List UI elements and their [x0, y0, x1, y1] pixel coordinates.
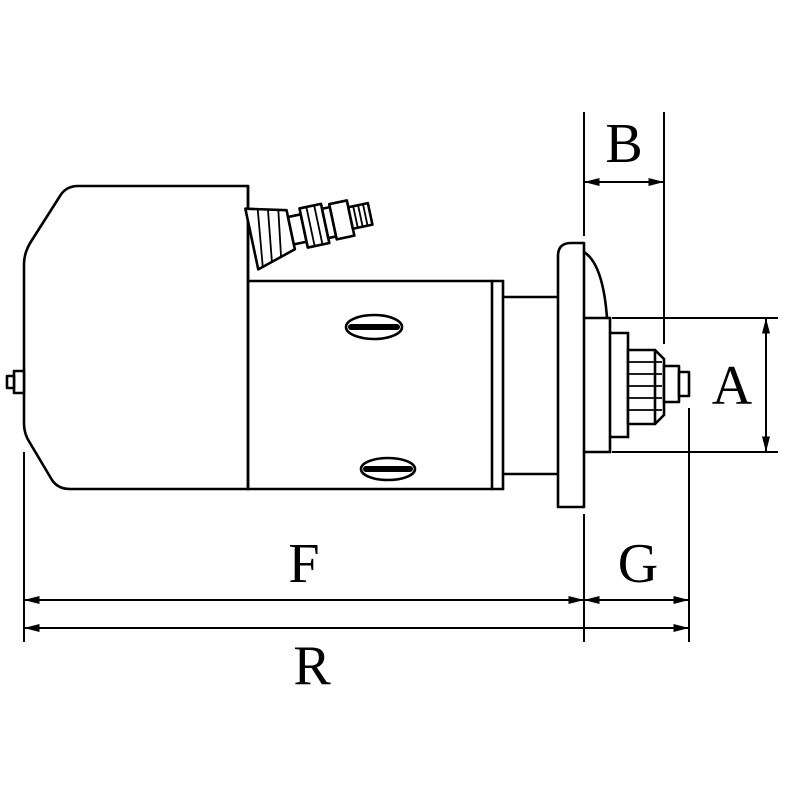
screw-top: [344, 313, 404, 341]
dimension-a: A: [612, 317, 778, 453]
screw-bottom: [359, 456, 417, 482]
terminal-stud: [244, 199, 374, 271]
dimension-r: R: [24, 624, 689, 697]
through-bolt-stub: [12, 369, 26, 395]
dimension-label-r: R: [293, 635, 331, 697]
motor-body: [5, 184, 691, 509]
drive-shaft: [582, 316, 630, 454]
extension-lines: [23, 408, 690, 642]
flange-nose-curve: [582, 250, 609, 320]
through-bolt-tip: [5, 374, 16, 390]
dimension-label-g: G: [618, 533, 658, 595]
shaft-tip: [662, 364, 691, 404]
motor-housing: [22, 184, 250, 491]
dimension-g: G: [584, 533, 689, 604]
dimension-label-b: B: [605, 113, 642, 175]
bearing-section: [501, 295, 560, 476]
dimension-label-f: F: [288, 533, 319, 595]
dimension-b: B: [583, 112, 665, 344]
drive-pinion: [626, 348, 666, 426]
mounting-flange: [556, 241, 586, 509]
dimension-label-a: A: [712, 355, 753, 417]
field-frame: [246, 279, 505, 491]
dimension-f: F: [24, 533, 584, 604]
